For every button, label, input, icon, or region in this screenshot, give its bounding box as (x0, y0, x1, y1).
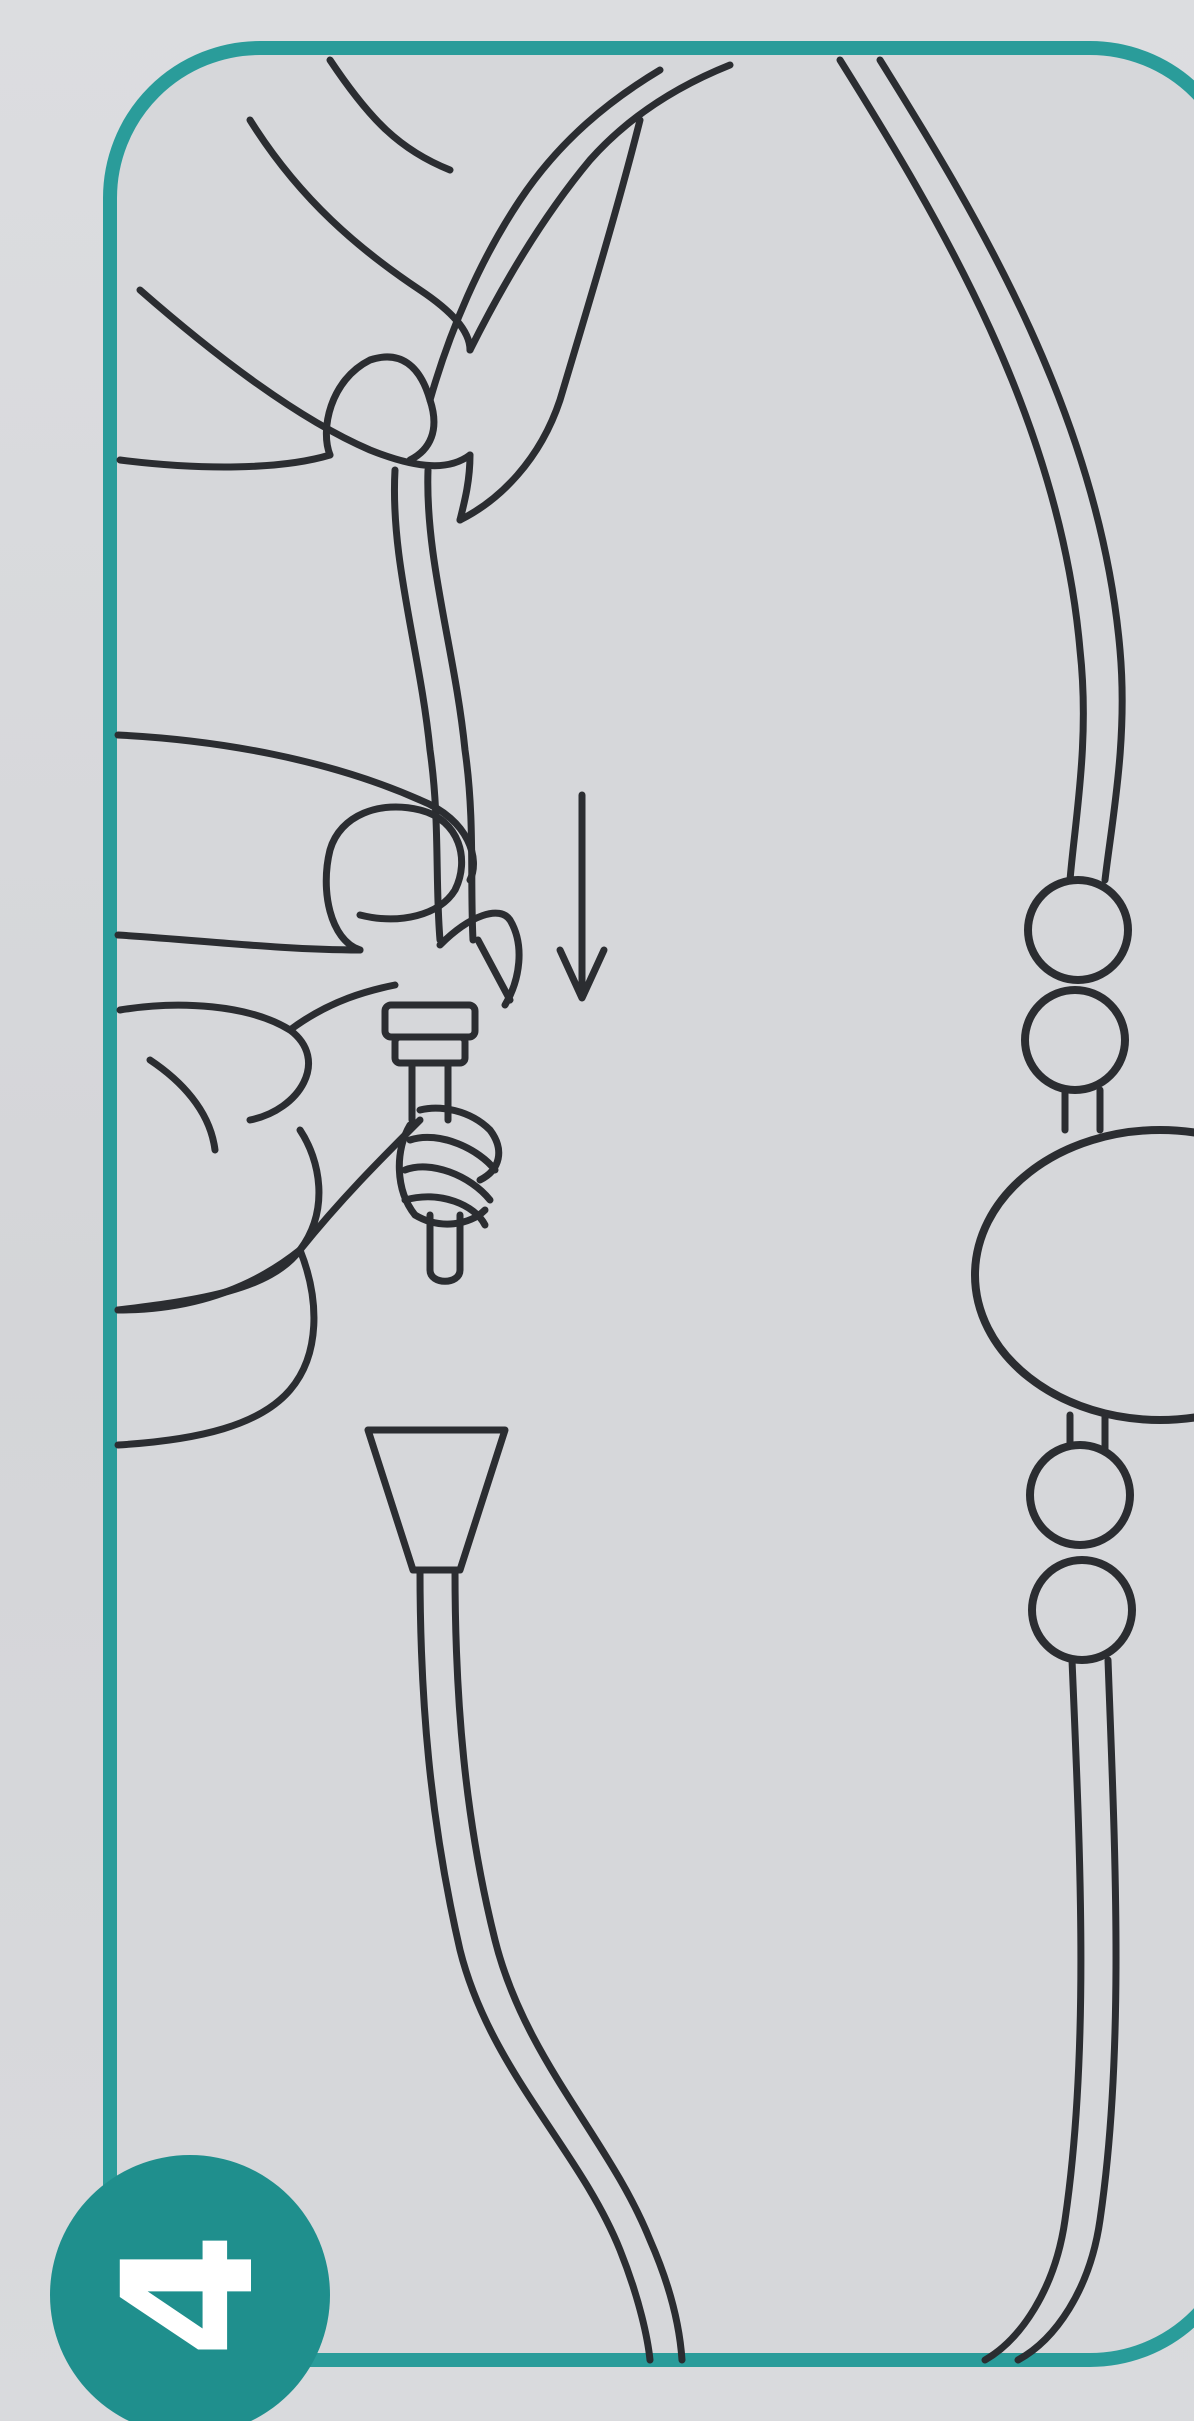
bead (1030, 1445, 1130, 1545)
bead (1028, 880, 1128, 980)
bead (1025, 990, 1125, 1090)
bead (1032, 1560, 1132, 1660)
